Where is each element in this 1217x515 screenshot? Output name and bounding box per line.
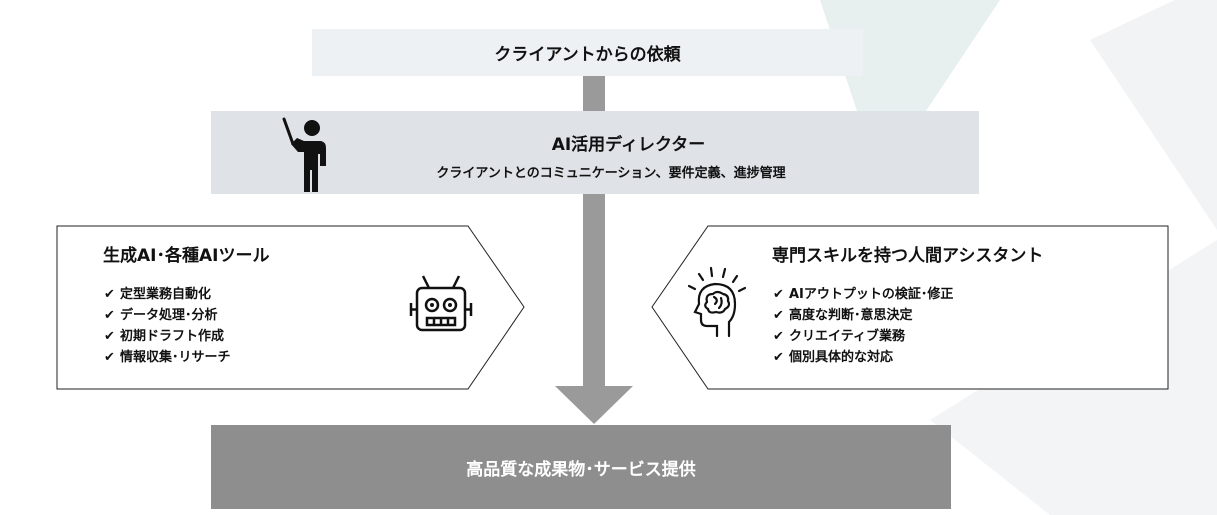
check-icon: ✔ [773, 308, 784, 323]
human-assistant-title: 専門スキルを持つ人間アシスタント [772, 246, 1044, 266]
ai-tools-panel [56, 225, 525, 390]
check-icon: ✔ [104, 308, 115, 323]
deliverable-box: 高品質な成果物･サービス提供 [211, 425, 951, 509]
client-request-box: クライアントからの依頼 [312, 29, 863, 76]
check-icon: ✔ [104, 350, 115, 365]
human-brain-icon [687, 266, 747, 338]
list-item: ✔クリエイティブ業務 [773, 326, 953, 347]
person-pointing-icon [282, 117, 326, 192]
list-item: ✔高度な判断･意思決定 [773, 305, 953, 326]
ai-director-box: AI活用ディレクター クライアントとのコミュニケーション、要件定義、進捗管理 [211, 111, 979, 194]
director-title: AI活用ディレクター [551, 135, 706, 155]
check-icon: ✔ [773, 329, 784, 344]
check-icon: ✔ [104, 329, 115, 344]
ai-tools-title: 生成AI･各種AIツール [103, 246, 270, 266]
check-icon: ✔ [773, 350, 784, 365]
human-assistant-list: ✔AIアウトプットの検証･修正 ✔高度な判断･意思決定 ✔クリエイティブ業務 ✔… [773, 284, 953, 368]
client-request-label: クライアントからの依頼 [494, 45, 681, 65]
list-item: ✔AIアウトプットの検証･修正 [773, 284, 953, 305]
ai-tools-list: ✔定型業務自動化 ✔データ処理･分析 ✔初期ドラフト作成 ✔情報収集･リサーチ [104, 284, 231, 368]
list-item: ✔データ処理･分析 [104, 305, 231, 326]
director-subtitle: クライアントとのコミュニケーション、要件定義、進捗管理 [436, 166, 786, 181]
human-assistant-panel [651, 225, 1169, 390]
list-item: ✔定型業務自動化 [104, 284, 231, 305]
list-item: ✔個別具体的な対応 [773, 347, 953, 368]
deliverable-label: 高品質な成果物･サービス提供 [466, 459, 696, 480]
list-item: ✔情報収集･リサーチ [104, 347, 231, 368]
list-item: ✔初期ドラフト作成 [104, 326, 231, 347]
check-icon: ✔ [773, 287, 784, 302]
check-icon: ✔ [104, 287, 115, 302]
robot-icon [409, 275, 473, 332]
